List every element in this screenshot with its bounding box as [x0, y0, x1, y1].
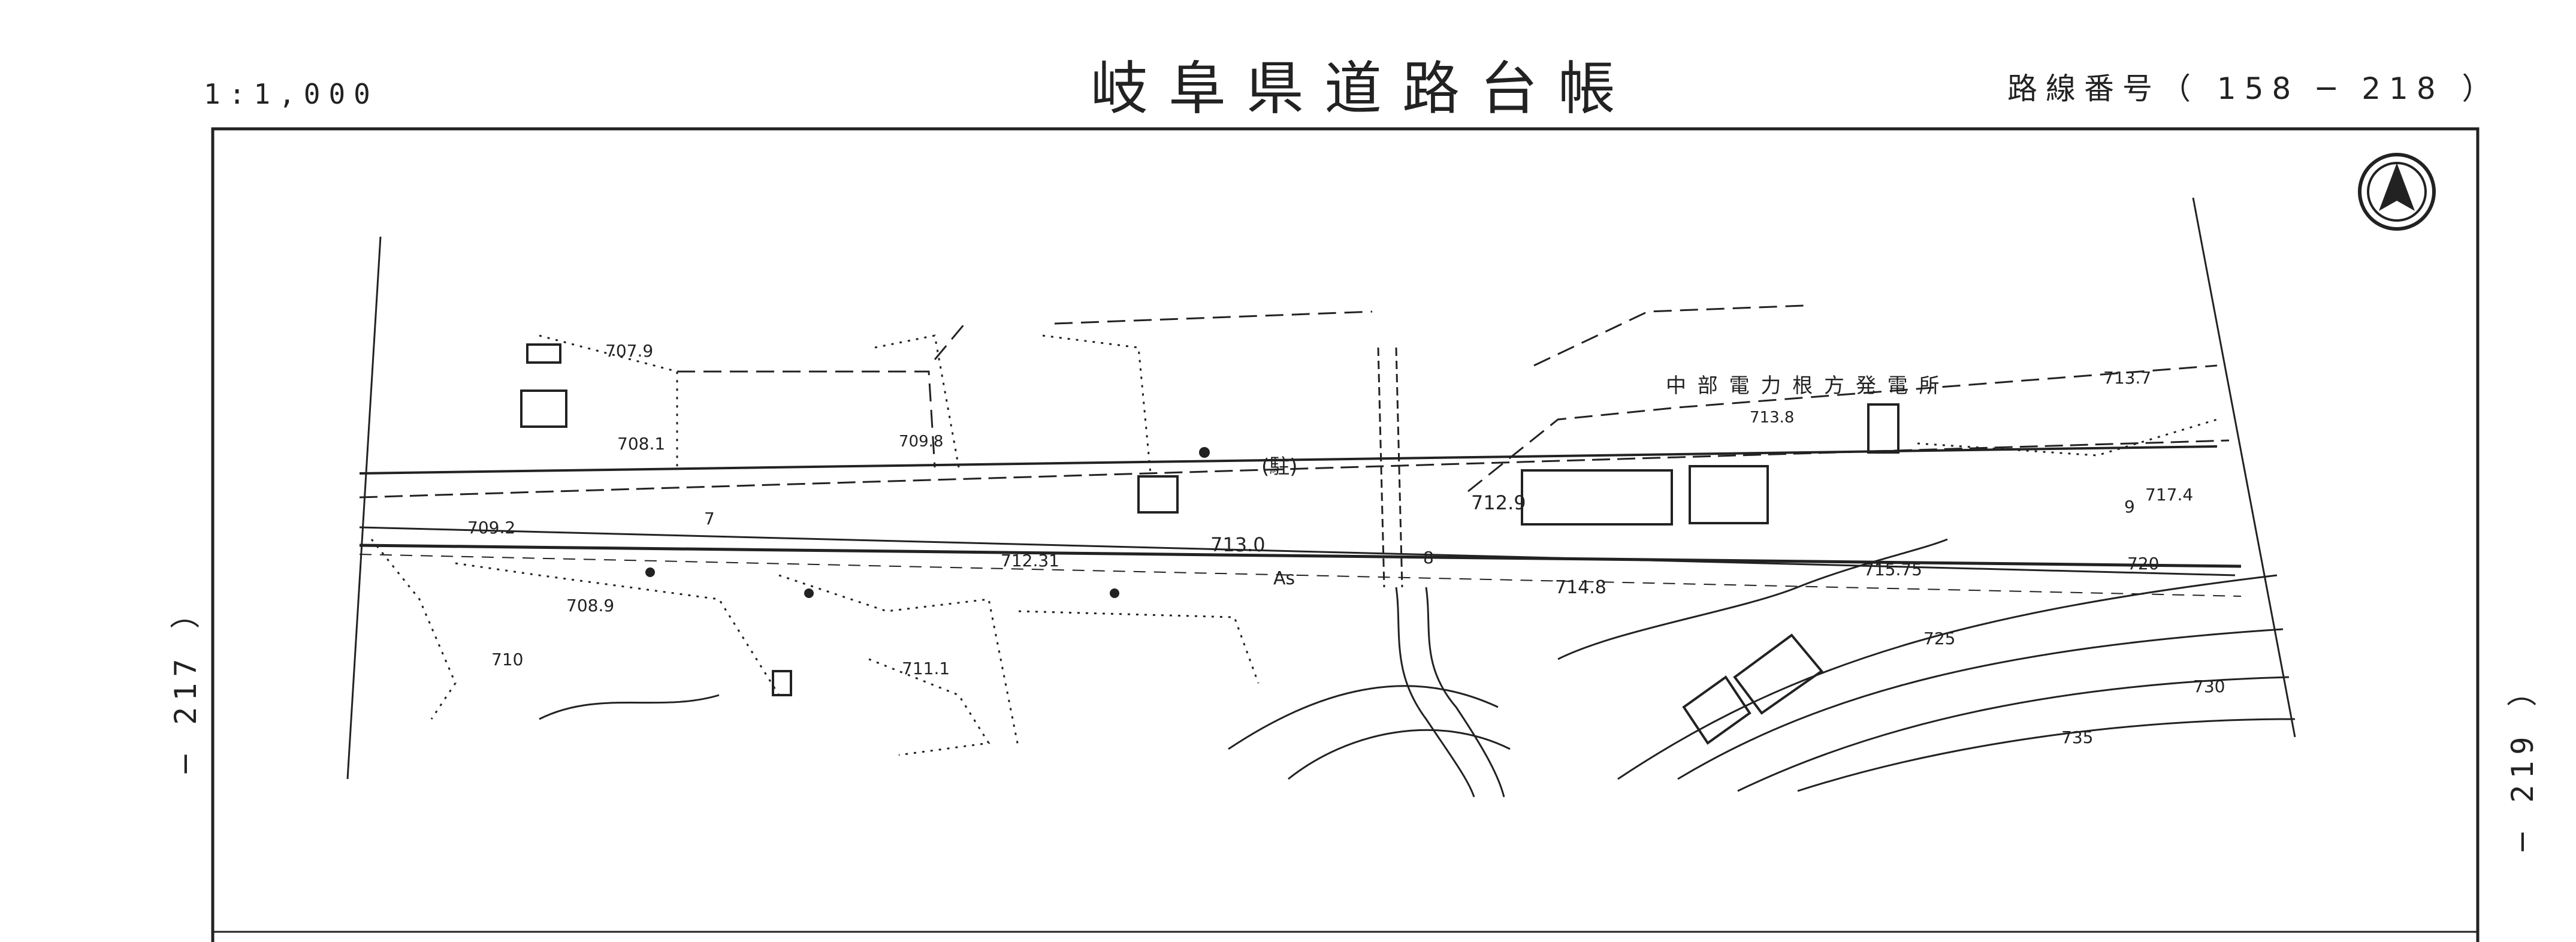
- building: [772, 670, 792, 696]
- utility-pole: [645, 567, 655, 577]
- elevation-label: 714.8: [1555, 577, 1606, 598]
- elevation-label: 712.31: [1001, 551, 1059, 570]
- building: [1682, 675, 1751, 745]
- road-centerline: [359, 526, 2236, 576]
- elevation-label: 713.8: [1750, 409, 1794, 427]
- elevation-label: 707.9: [605, 341, 653, 361]
- map-title: 岐阜県道路台帳: [1091, 55, 1636, 122]
- building: [1733, 633, 1823, 715]
- parking-label: (駐): [1261, 455, 1298, 479]
- contour-line: [1617, 574, 2278, 780]
- contour-label: 720: [2127, 554, 2159, 573]
- station-mark: 7: [704, 509, 715, 529]
- contour-lines: [539, 538, 2296, 792]
- utility-pole: [1199, 447, 1210, 458]
- elevation-label: 708.1: [617, 434, 665, 454]
- contour-label: 725: [1923, 629, 1955, 648]
- contour-line: [1288, 729, 1511, 780]
- elevation-label: 713.0: [1210, 533, 1266, 556]
- building: [520, 390, 567, 428]
- elevation-label: 709.2: [467, 518, 515, 538]
- boundary-west: [346, 236, 382, 780]
- contour-line: [1228, 685, 1499, 750]
- contour-label: 730: [2193, 677, 2225, 696]
- station-mark: 8: [1423, 548, 1434, 567]
- map-scale: 1:1,000: [204, 78, 379, 110]
- elevation-label: 713.7: [2103, 368, 2151, 388]
- building: [1867, 403, 1899, 454]
- facility-name-label: 中 部 電 力 根 方 発 電 所: [1666, 374, 1941, 398]
- utility-pole: [1110, 588, 1119, 598]
- utility-poles: [645, 447, 1210, 598]
- elevation-label: 715.75: [1864, 560, 1922, 579]
- elevation-label: 709.8: [899, 433, 943, 451]
- survey-boundary: [346, 197, 2296, 780]
- contour-line: [1557, 538, 1948, 660]
- elevation-label: 717.4: [2145, 485, 2193, 505]
- route-value: （ 158 ─ 218 ）: [2161, 71, 2500, 106]
- elevation-label: 711.1: [902, 659, 950, 678]
- buildings: [520, 343, 1899, 745]
- pavement-label: As: [1273, 568, 1295, 589]
- road-sideline-south: [359, 554, 2242, 597]
- contour-line: [1737, 676, 2290, 792]
- contour-line: [1677, 628, 2284, 780]
- stream-channel: [1377, 347, 1505, 798]
- map-labels: 中 部 電 力 根 方 発 電 所 (駐) As 707.9 708.1 709…: [467, 341, 2225, 747]
- contour-line: [539, 694, 720, 720]
- utility-pole: [804, 588, 814, 598]
- station-mark: 9: [2124, 497, 2135, 517]
- building: [1137, 475, 1179, 514]
- power-station-building: [1689, 465, 1769, 524]
- building: [526, 343, 561, 364]
- elevation-label: 708.9: [566, 596, 614, 615]
- road-edge-south: [359, 544, 2242, 568]
- contour-label: 710: [491, 650, 523, 669]
- north-arrow-icon: [2358, 153, 2436, 231]
- road-corridor: [359, 439, 2242, 597]
- road-sideline-north: [359, 439, 2230, 499]
- boundary-east: [2192, 197, 2296, 738]
- contour-line: [1797, 718, 2296, 792]
- property-lines: [677, 304, 2218, 493]
- route-number: 路線番号（ 158 ─ 218 ）: [2007, 65, 2500, 108]
- power-station-building: [1521, 469, 1673, 526]
- elevation-label: 712.9: [1471, 491, 1526, 514]
- contour-label: 735: [2061, 727, 2093, 747]
- route-label: 路線番号: [2007, 71, 2161, 106]
- map-frame: [211, 127, 2480, 942]
- parcel-boundaries: [370, 334, 2218, 756]
